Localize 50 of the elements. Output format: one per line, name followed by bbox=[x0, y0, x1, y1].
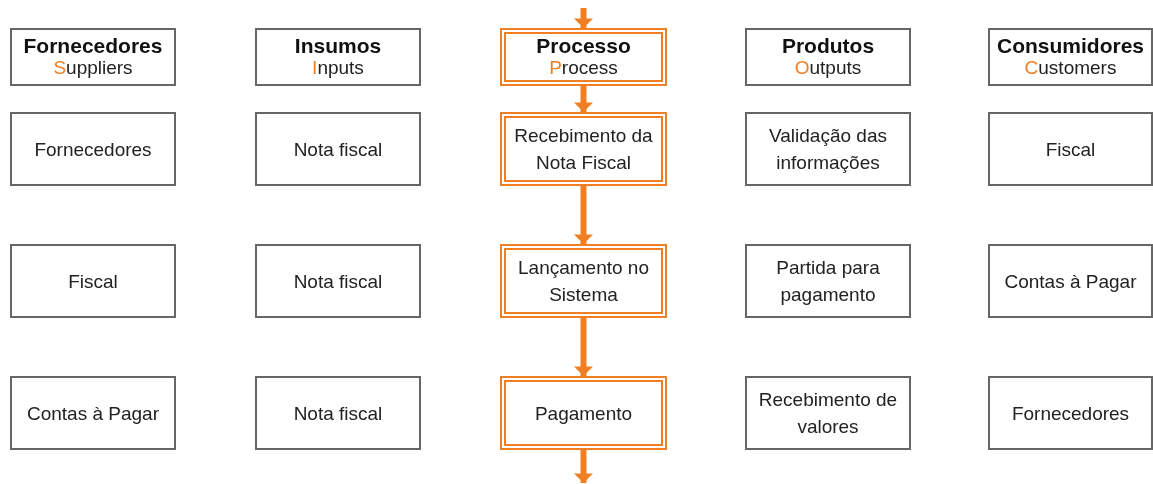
column-subheading: Outputs bbox=[794, 57, 862, 79]
item-box bbox=[745, 112, 911, 186]
box-text: Contas à Pagar bbox=[1003, 269, 1138, 294]
arrow bbox=[573, 318, 594, 376]
item-box bbox=[255, 112, 421, 186]
item-box bbox=[745, 376, 911, 450]
column-heading: Processo bbox=[536, 35, 631, 57]
item-box bbox=[988, 244, 1153, 318]
item-box bbox=[10, 244, 176, 318]
header-box bbox=[255, 28, 421, 86]
item-box bbox=[988, 376, 1153, 450]
column-subheading: Suppliers bbox=[53, 57, 133, 79]
item-box bbox=[255, 244, 421, 318]
item-box bbox=[10, 376, 176, 450]
box-text: Validação das informações bbox=[768, 124, 888, 175]
box-text: Fiscal bbox=[1044, 137, 1097, 162]
arrow bbox=[573, 186, 594, 244]
header-box bbox=[10, 28, 176, 86]
box-text: Partida para pagamento bbox=[775, 256, 881, 307]
box-text: Fornecedores bbox=[33, 137, 153, 162]
box-text: Fornecedores bbox=[1010, 401, 1131, 426]
process-box bbox=[500, 244, 667, 318]
column-subheading: Inputs bbox=[312, 57, 364, 79]
arrow bbox=[573, 8, 594, 28]
box-text: Contas à Pagar bbox=[26, 401, 160, 426]
header-box bbox=[745, 28, 911, 86]
column-subheading: Process bbox=[549, 57, 618, 79]
column-heading: Fornecedores bbox=[23, 35, 163, 57]
column-subheading: Customers bbox=[1024, 57, 1117, 79]
box-text: Lançamento no Sistema bbox=[517, 256, 650, 307]
box-text: Nota fiscal bbox=[292, 137, 384, 162]
box-text: Fiscal bbox=[67, 269, 119, 294]
header-box bbox=[500, 28, 667, 86]
column-heading: Consumidores bbox=[997, 35, 1144, 57]
process-box bbox=[500, 376, 667, 450]
box-text: Pagamento bbox=[533, 401, 634, 426]
item-box bbox=[10, 112, 176, 186]
column-heading: Produtos bbox=[781, 35, 875, 57]
arrow bbox=[573, 86, 594, 112]
header-box bbox=[988, 28, 1153, 86]
process-box bbox=[500, 112, 667, 186]
column-heading: Insumos bbox=[294, 35, 382, 57]
item-box bbox=[255, 376, 421, 450]
box-text: Recebimento da Nota Fiscal bbox=[513, 124, 654, 175]
box-text: Nota fiscal bbox=[292, 269, 384, 294]
item-box bbox=[745, 244, 911, 318]
box-text: Recebimento de valores bbox=[757, 388, 899, 439]
item-box bbox=[988, 112, 1153, 186]
box-text: Nota fiscal bbox=[292, 401, 384, 426]
arrow bbox=[573, 450, 594, 483]
